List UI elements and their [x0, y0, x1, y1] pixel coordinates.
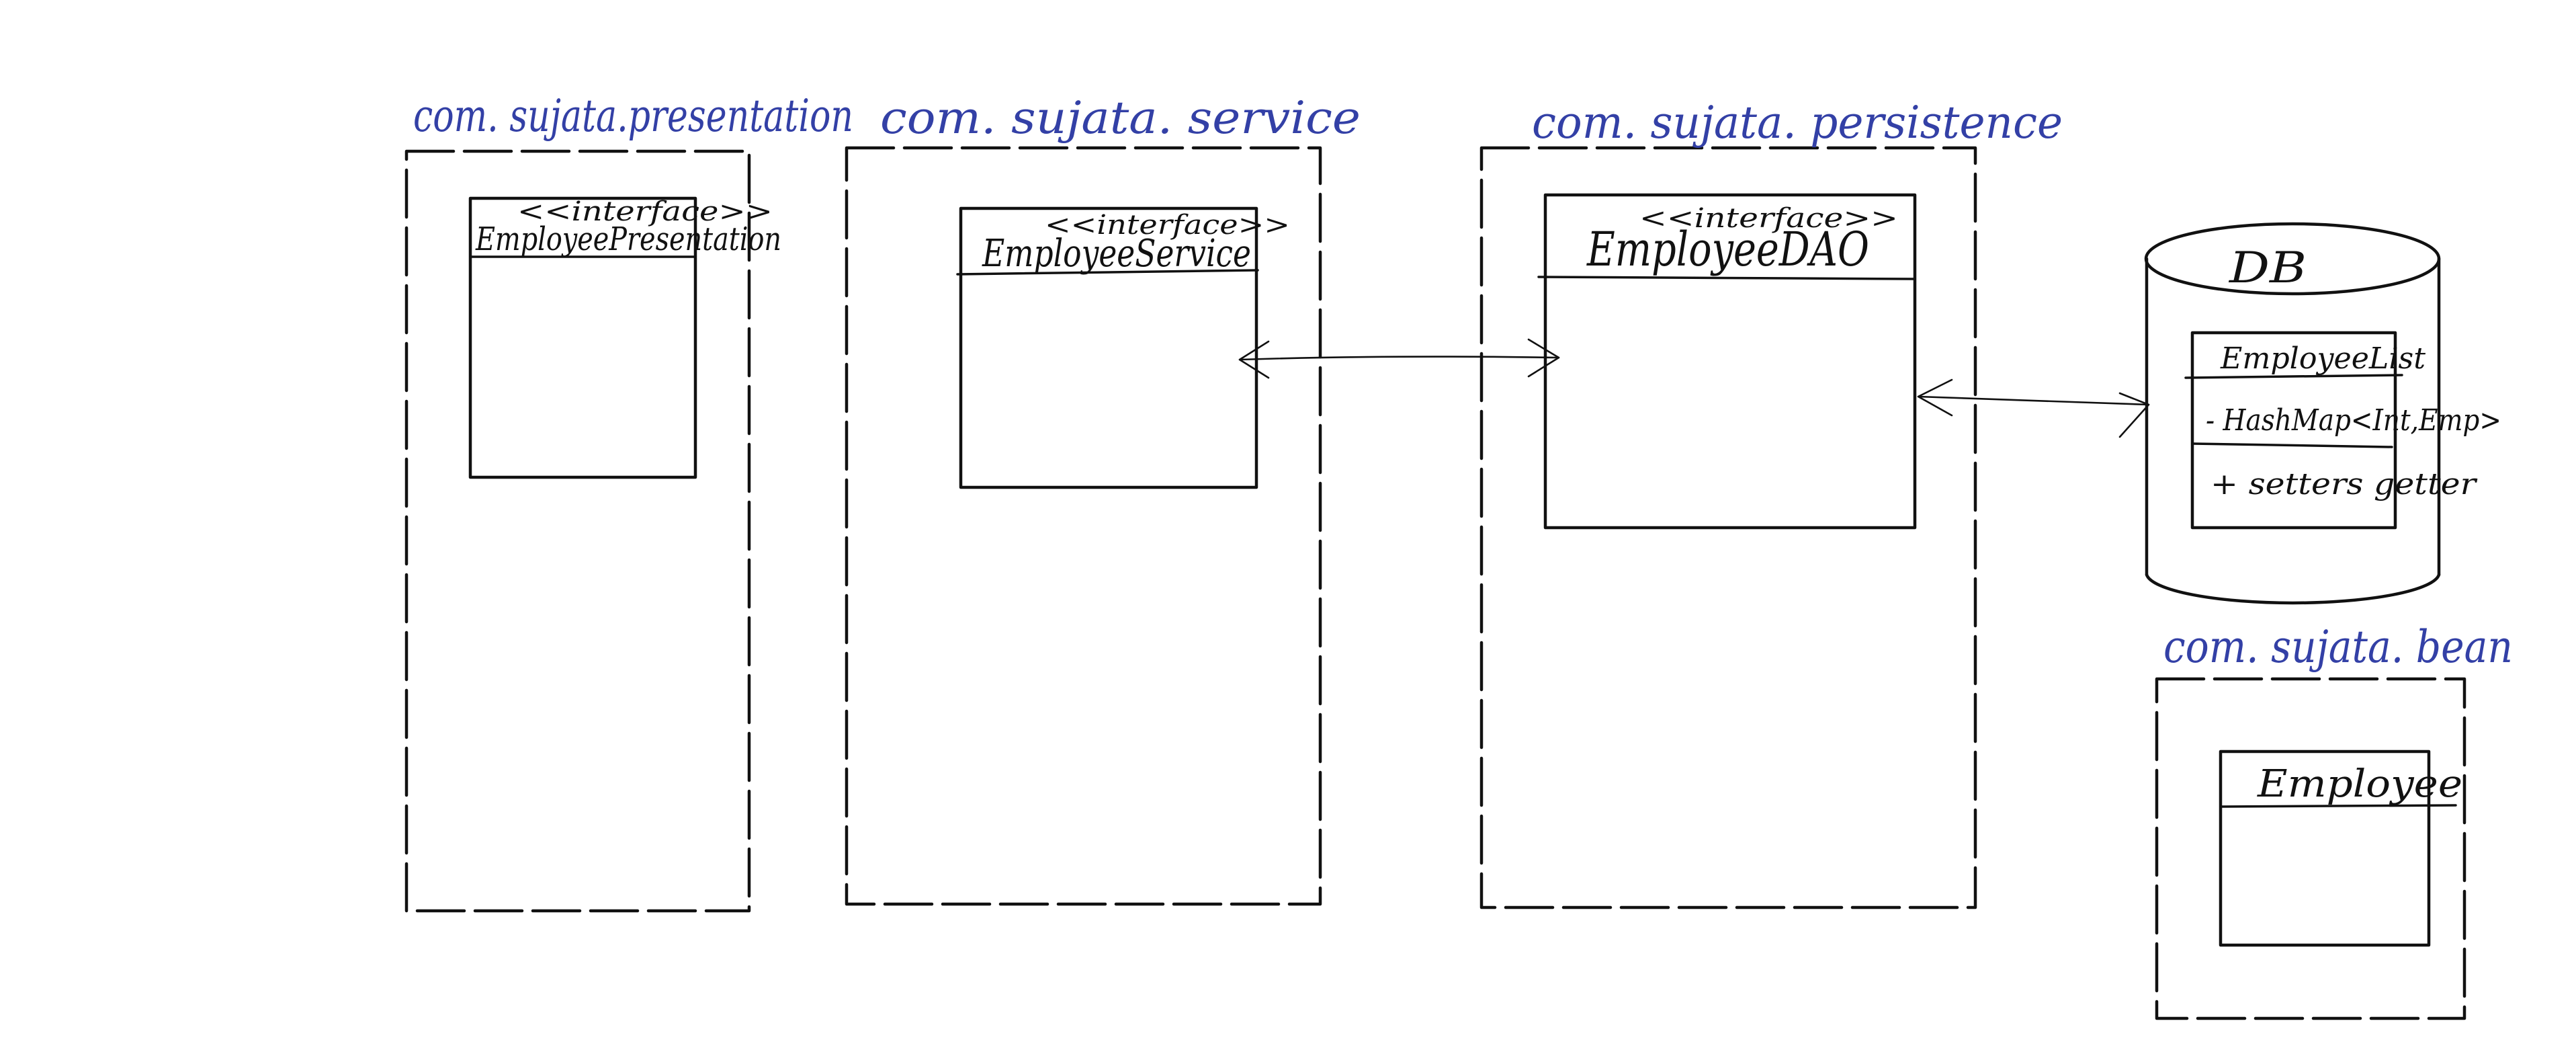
- connector-dao-db-line: [1917, 395, 2150, 406]
- class-employee-list-name: EmployeeList: [2220, 341, 2425, 376]
- package-presentation: com. sujata.presentation <<interface>> E…: [404, 90, 853, 913]
- connector-dao-db-arrowhead-right: [2118, 392, 2150, 438]
- class-employee-service-box: [959, 206, 1258, 489]
- class-employee-presentation-box: [468, 196, 697, 479]
- class-employee-presentation-name: EmployeePresentation: [475, 220, 781, 258]
- class-employee-list: EmployeeList - HashMap<Int,Emp> + setter…: [2184, 331, 2501, 530]
- class-employee-service-name: EmployeeService: [982, 232, 1251, 276]
- package-service-label: com. sujata. service: [880, 92, 1361, 144]
- class-employee-presentation-stereotype: <<interface>>: [517, 196, 773, 227]
- connector-service-dao-line: [1238, 356, 1560, 361]
- class-employee-service-divider: [956, 269, 1259, 276]
- connector-dao-db-arrowhead-left: [1917, 378, 1953, 417]
- class-employee-box: [2219, 749, 2431, 947]
- package-presentation-label: com. sujata.presentation: [413, 90, 853, 142]
- database-cylinder-sides: [2145, 257, 2441, 577]
- database-label: DB: [2229, 243, 2307, 293]
- connector-service-dao-arrowhead-left: [1238, 340, 1270, 379]
- connector-dao-db: [1917, 378, 2150, 438]
- package-service: com. sujata. service <<interface>> Emplo…: [845, 92, 1361, 906]
- class-employee-service: <<interface>> EmployeeService: [956, 206, 1290, 489]
- class-employee-service-stereotype: <<interface>>: [1045, 210, 1290, 241]
- connector-service-dao: [1238, 338, 1560, 379]
- class-employee-list-box: [2190, 331, 2397, 530]
- class-employee-dao-name: EmployeeDAO: [1586, 222, 1869, 277]
- package-presentation-frame: [404, 149, 751, 913]
- class-employee-list-method: + setters getter: [2210, 467, 2478, 501]
- package-persistence: com. sujata. persistence <<interface>> E…: [1479, 97, 2063, 909]
- class-employee-dao-divider: [1537, 276, 1916, 280]
- class-employee-name: Employee: [2257, 762, 2462, 806]
- class-employee: Employee: [2219, 749, 2462, 947]
- class-employee-list-attribute: - HashMap<Int,Emp>: [2206, 403, 2501, 438]
- class-employee-dao-stereotype: <<interface>>: [1639, 203, 1898, 234]
- connector-service-dao-arrowhead-right: [1527, 338, 1560, 378]
- class-employee-dao-box: [1543, 193, 1917, 530]
- class-employee-list-divider-2: [2191, 442, 2393, 448]
- database: DB EmployeeList - HashMap<Int,Emp> + set…: [2144, 222, 2501, 605]
- database-cylinder-top: [2144, 222, 2441, 296]
- package-persistence-label: com. sujata. persistence: [1532, 97, 2063, 149]
- package-bean-frame: [2155, 677, 2466, 1020]
- package-persistence-frame: [1479, 146, 1977, 909]
- class-employee-dao: <<interface>> EmployeeDAO: [1537, 193, 1917, 530]
- class-employee-list-divider-1: [2184, 374, 2403, 379]
- class-employee-presentation: <<interface>> EmployeePresentation: [468, 196, 781, 479]
- package-bean: com. sujata. bean Employee: [2155, 621, 2513, 1020]
- database-cylinder-bottom: [2145, 573, 2441, 605]
- class-employee-divider: [2219, 804, 2457, 808]
- package-service-frame: [845, 146, 1322, 906]
- package-bean-label: com. sujata. bean: [2163, 621, 2513, 673]
